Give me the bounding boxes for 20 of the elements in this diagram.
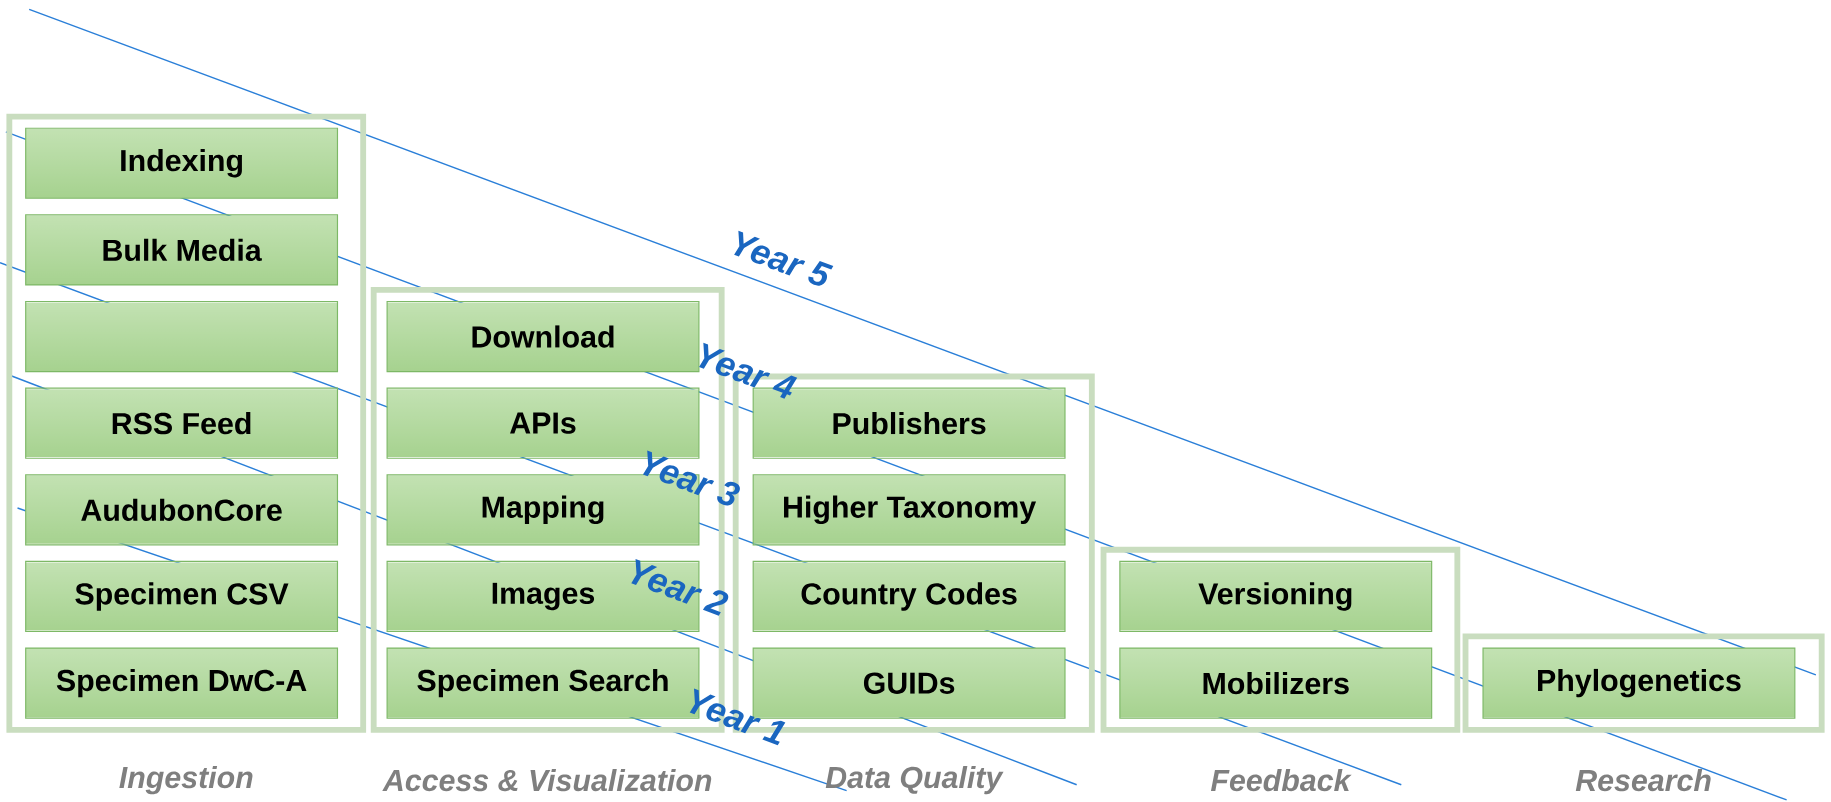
column-label: Access & Visualization: [382, 768, 712, 792]
feature-box: Higher Taxonomy: [752, 474, 1066, 546]
feature-box: [25, 300, 339, 373]
feature-box: Specimen DwC-A: [25, 647, 339, 719]
feature-box: Bulk Media: [25, 214, 339, 286]
feature-box: RSS Feed: [25, 387, 339, 459]
column-label: Ingestion: [119, 765, 253, 795]
feature-box: Download: [386, 300, 700, 373]
feature-box: Versioning: [1119, 560, 1433, 632]
feature-box: Specimen CSV: [25, 560, 339, 632]
feature-box: Mobilizers: [1119, 647, 1433, 719]
column-label: Research: [1575, 768, 1711, 792]
feature-box: Phylogenetics: [1482, 647, 1796, 719]
feature-box: Country Codes: [752, 560, 1066, 632]
year-label: Year 2: [631, 558, 729, 616]
feature-box: Indexing: [25, 127, 339, 199]
column-label: Data Quality: [825, 765, 1004, 795]
year-label: Year 5: [734, 230, 834, 286]
feature-box: AudubonCore: [25, 474, 339, 546]
column-label: Feedback: [1210, 768, 1352, 792]
